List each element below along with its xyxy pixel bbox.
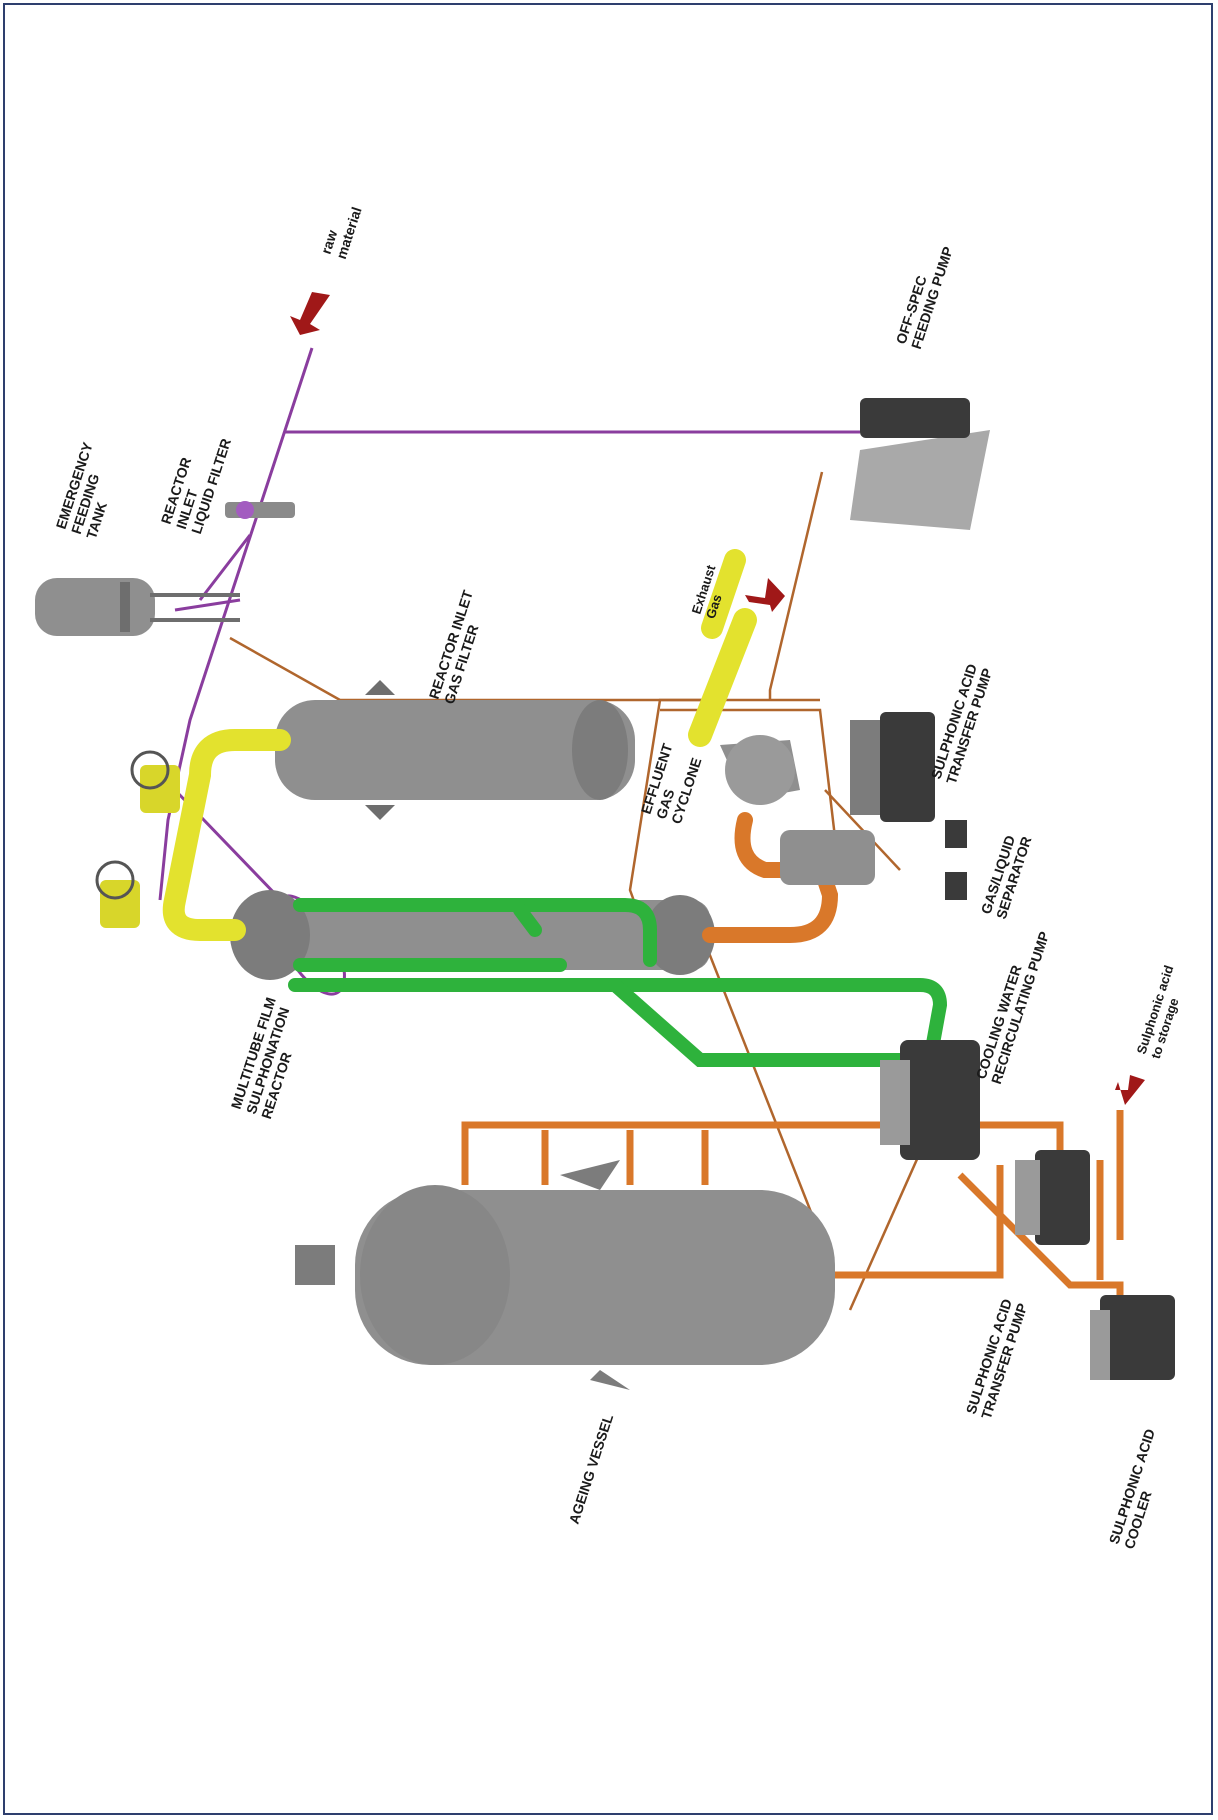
label-ageing-vessel: AGEING VESSEL [566, 1412, 617, 1526]
label-sulphonic-acid-transfer-pump-top: SULPHONIC ACID TRANSFER PUMP [928, 661, 996, 786]
arrow-exhaust-gas [745, 578, 785, 612]
label-sulphonic-acid-transfer-pump-bottom: SULPHONIC ACID TRANSFER PUMP [963, 1296, 1031, 1421]
label-gas-liquid-separator: GAS/LIQUID SEPARATOR [978, 830, 1035, 921]
effluent-gas-cyclone [720, 735, 800, 805]
gas-liquid-separator [780, 820, 967, 900]
off-spec-feeding-pump [850, 398, 990, 530]
arrow-raw-material [290, 292, 330, 335]
sulphonic-acid-cooler [1090, 1295, 1175, 1380]
label-sulphonic-acid-cooler: SULPHONIC ACID COOLER [1106, 1427, 1174, 1551]
label-reactor-inlet-gas-filter: REACTOR INLET GAS FILTER [426, 588, 492, 706]
label-sulphonic-acid-to-storage: Sulphonic acid to storage [1134, 963, 1191, 1060]
label-cooling-water-pump: COOLING WATER RECIRCULATING PUMP [973, 925, 1053, 1086]
label-emergency-feeding-tank: EMERGENCY FEEDING TANK [53, 440, 127, 541]
sulphonic-acid-transfer-pump-top [850, 712, 935, 822]
ageing-vessel [295, 1160, 835, 1390]
label-multitube-film-reactor: MULTITUBE FILM SULPHONATION REACTOR [228, 995, 310, 1121]
label-reactor-inlet-liquid-filter: REACTOR INLET LIQUID FILTER [158, 427, 234, 536]
arrow-sulphonic-acid-storage [1115, 1075, 1145, 1105]
label-off-spec-feeding-pump: OFF-SPEC FEEDING PUMP [893, 240, 956, 351]
sulphonic-acid-transfer-pump-bottom [1015, 1150, 1090, 1245]
svg-text:LIQUID FILTER: LIQUID FILTER [188, 436, 234, 535]
reactor-inlet-liquid-filter [225, 501, 295, 519]
label-effluent-gas-cyclone: EFFLUENT GAS CYCLONE [638, 741, 706, 826]
label-raw-material: raw material [318, 200, 365, 261]
svg-text:AGEING VESSEL: AGEING VESSEL [566, 1412, 617, 1526]
